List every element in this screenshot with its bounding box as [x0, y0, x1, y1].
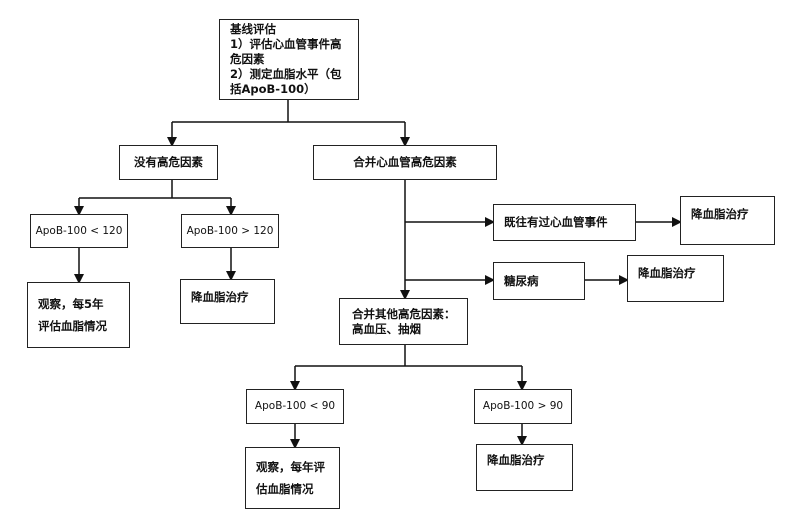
observe-5-years-line-2: 评估血脂情况	[38, 319, 107, 333]
prior-cv-event-label: 既往有过心血管事件	[504, 215, 608, 229]
observe-5-years-box: 观察，每5年 评估血脂情况	[27, 282, 130, 348]
lipid-treatment-label-2: 降血脂治疗	[691, 207, 749, 221]
baseline-line-1: 基线评估	[230, 22, 276, 36]
other-risk-factors-line-1: 合并其他高危因素：	[352, 306, 456, 321]
lipid-treatment-box-4: 降血脂治疗	[476, 444, 573, 491]
apob-gt-120-label: ApoB-100 > 120	[186, 224, 274, 237]
apob-lt-90-box: ApoB-100 < 90	[246, 389, 344, 424]
no-risk-factors-label: 没有高危因素	[134, 155, 203, 169]
observe-yearly-line-2: 估血脂情况	[256, 482, 314, 496]
apob-lt-90-label: ApoB-100 < 90	[254, 400, 336, 412]
cv-risk-factors-box: 合并心血管高危因素	[313, 145, 497, 180]
lipid-treatment-box-2: 降血脂治疗	[680, 196, 775, 245]
baseline-assessment-box: 基线评估 1）评估心血管事件高 危因素 2）测定血脂水平（包 括ApoB-100…	[219, 19, 359, 100]
baseline-line-3: 危因素	[230, 52, 265, 66]
apob-gt-90-box: ApoB-100 > 90	[474, 389, 572, 424]
apob-lt-120-label: ApoB-100 < 120	[35, 224, 123, 237]
diabetes-box: 糖尿病	[493, 262, 585, 300]
lipid-treatment-label-4: 降血脂治疗	[487, 453, 545, 467]
other-risk-factors-line-2: 高血压、抽烟	[352, 321, 421, 336]
lipid-treatment-box-3: 降血脂治疗	[627, 255, 724, 302]
lipid-treatment-label-1: 降血脂治疗	[191, 290, 249, 304]
observe-yearly-box: 观察，每年评 估血脂情况	[245, 447, 340, 509]
baseline-line-5: 括ApoB-100）	[230, 82, 316, 96]
observe-yearly-line-1: 观察，每年评	[256, 460, 325, 474]
baseline-line-4: 2）测定血脂水平（包	[230, 67, 342, 81]
lipid-treatment-box-1: 降血脂治疗	[180, 279, 275, 324]
lipid-treatment-label-3: 降血脂治疗	[638, 266, 696, 280]
apob-lt-120-box: ApoB-100 < 120	[30, 214, 128, 248]
no-risk-factors-box: 没有高危因素	[119, 145, 218, 180]
cv-risk-factors-label: 合并心血管高危因素	[353, 155, 457, 169]
prior-cv-event-box: 既往有过心血管事件	[493, 204, 636, 241]
other-risk-factors-box: 合并其他高危因素： 高血压、抽烟	[339, 298, 468, 345]
apob-gt-120-box: ApoB-100 > 120	[181, 214, 279, 248]
diabetes-label: 糖尿病	[504, 273, 539, 288]
baseline-line-2: 1）评估心血管事件高	[230, 37, 342, 51]
apob-gt-90-label: ApoB-100 > 90	[482, 400, 564, 412]
observe-5-years-line-1: 观察，每5年	[38, 297, 104, 311]
